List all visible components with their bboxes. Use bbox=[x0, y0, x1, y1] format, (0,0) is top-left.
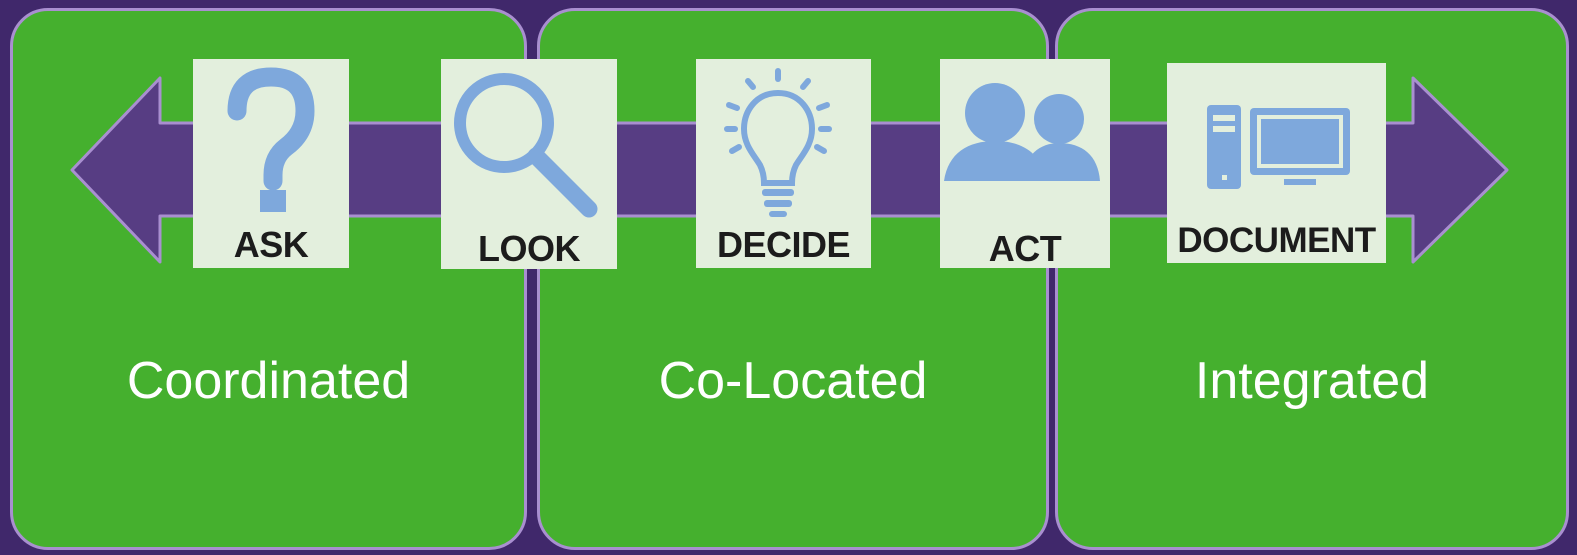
step-label-look: LOOK bbox=[478, 228, 581, 269]
step-card-decide: DECIDE bbox=[696, 59, 871, 268]
magnifying-glass-icon bbox=[454, 73, 598, 218]
step-label-act: ACT bbox=[988, 228, 1062, 269]
panel-label-coordinated: Coordinated bbox=[126, 352, 411, 410]
panel-label-integrated: Integrated bbox=[1194, 352, 1430, 410]
computer-icon bbox=[1207, 105, 1350, 189]
lightbulb-icon bbox=[724, 68, 832, 217]
step-card-ask: ASK bbox=[193, 59, 349, 268]
step-label-document: DOCUMENT bbox=[1177, 221, 1376, 260]
step-card-act: ACT bbox=[940, 59, 1110, 269]
step-card-document: DOCUMENT bbox=[1167, 63, 1386, 263]
step-label-decide: DECIDE bbox=[716, 224, 851, 265]
step-label-ask: ASK bbox=[233, 224, 309, 265]
people-icon bbox=[944, 83, 1100, 181]
panel-label-co-located: Co-Located bbox=[658, 352, 928, 410]
question-mark-icon bbox=[227, 67, 315, 212]
step-card-look: LOOK bbox=[441, 59, 617, 269]
